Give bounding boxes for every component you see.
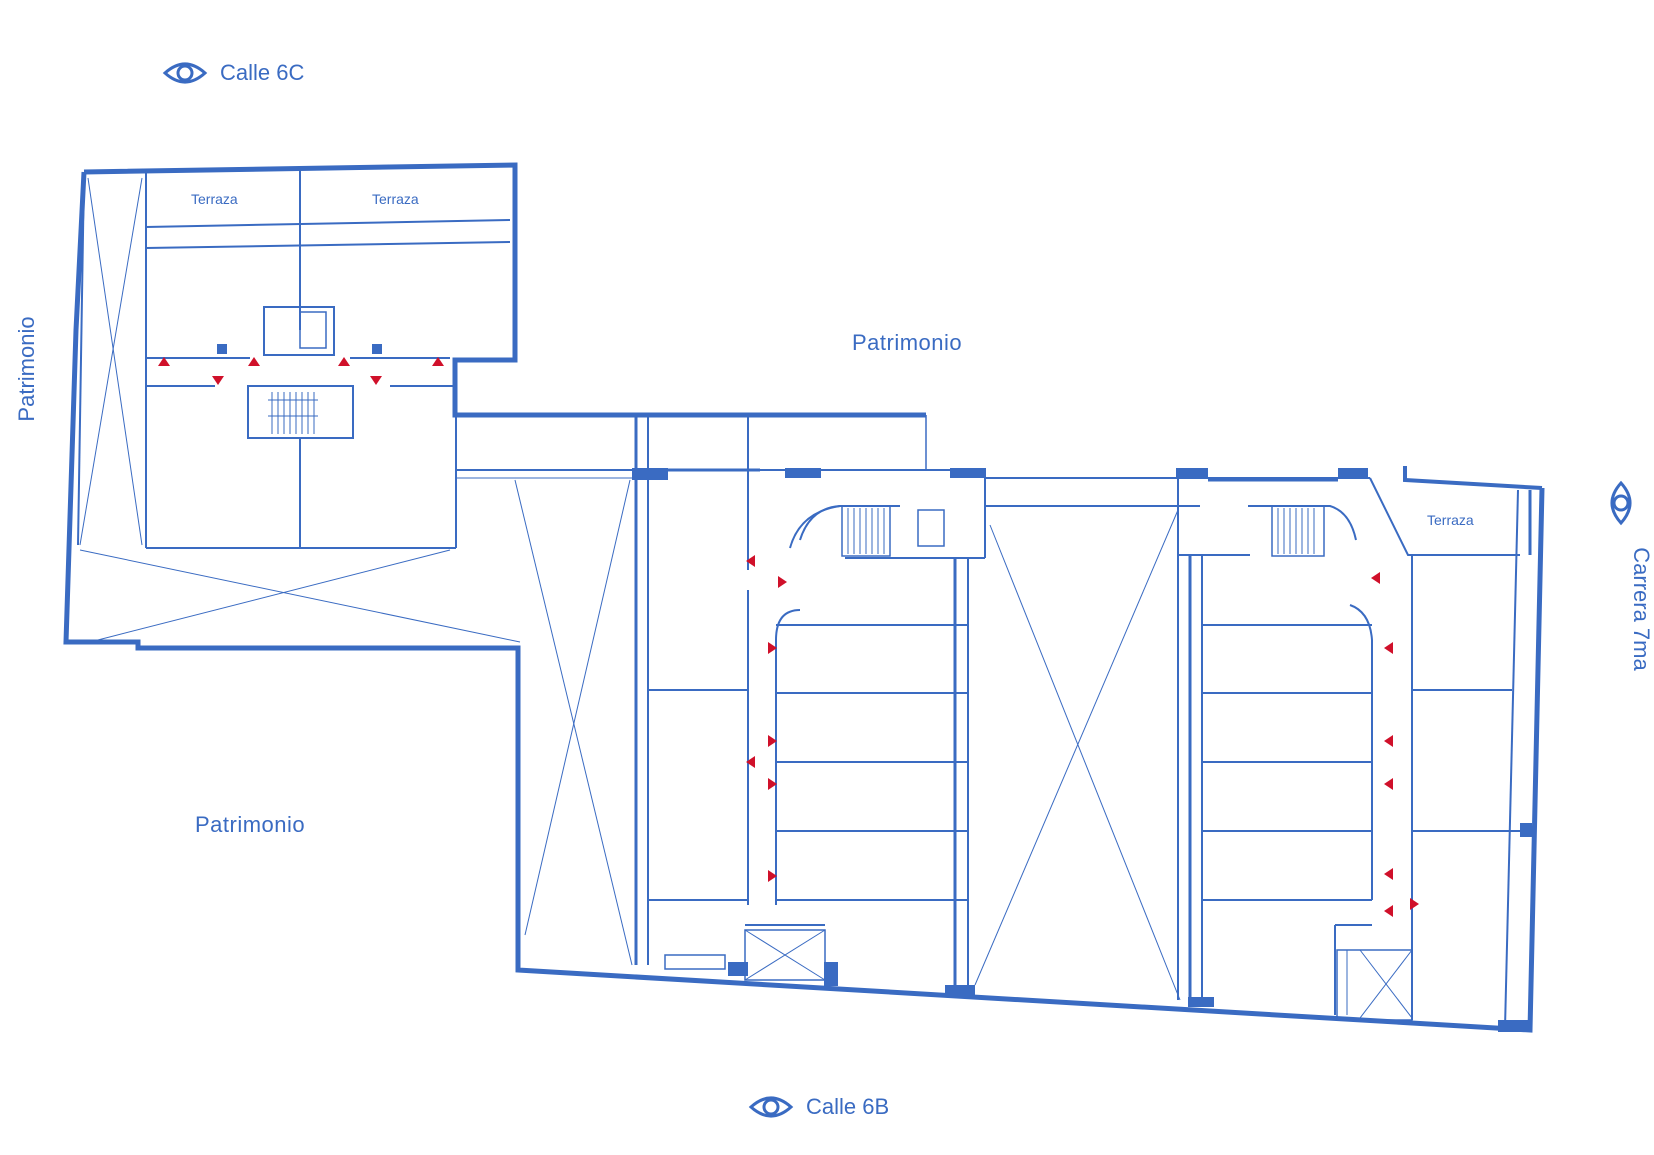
terrace-label-2: Terraza	[372, 191, 419, 207]
stair-a-treads	[847, 508, 885, 554]
terrace-label-3: Terraza	[1427, 512, 1474, 528]
void-cross-f	[524, 479, 631, 936]
column	[217, 344, 227, 354]
stair-core	[247, 385, 354, 439]
stair-curve-3	[1248, 505, 1357, 541]
stair-b	[664, 954, 726, 970]
column	[945, 985, 975, 995]
eye-icon	[1610, 480, 1632, 526]
column	[1520, 823, 1532, 837]
lift-shaft-b	[1336, 949, 1413, 1021]
lift-shaft	[744, 929, 826, 981]
column	[950, 468, 986, 478]
elevator-cab	[299, 311, 327, 349]
void-cross-e	[514, 479, 633, 966]
east-building-outline	[1403, 466, 1543, 490]
stair-treads	[268, 392, 318, 434]
street-north: Calle 6C	[162, 58, 304, 88]
entry-markers	[158, 357, 1419, 917]
street-east	[1606, 480, 1636, 526]
void-cross-g	[989, 524, 1181, 1001]
stair-curve	[799, 505, 900, 541]
street-north-label: Calle 6C	[220, 60, 305, 85]
column	[1188, 997, 1214, 1007]
eye-icon	[162, 62, 208, 84]
eye-icon	[748, 1096, 794, 1118]
stair-a	[841, 505, 891, 557]
street-east-label: Carrera 7ma	[1629, 547, 1654, 671]
elevator-a	[917, 509, 945, 547]
terrace-divider-2	[145, 241, 511, 249]
column	[1338, 468, 1368, 478]
column	[728, 962, 748, 976]
terrace-divider	[145, 219, 511, 228]
stair-c	[1271, 505, 1325, 557]
neighbor-west-label: Patrimonio	[14, 316, 39, 422]
void-cross-b	[79, 177, 143, 546]
lift-cross	[744, 929, 826, 981]
wall	[1504, 489, 1519, 1029]
corridor-curve-a	[775, 609, 801, 905]
west-building-outline	[83, 162, 926, 418]
column	[824, 962, 838, 986]
column	[372, 344, 382, 354]
terrace-label-1: Terraza	[191, 191, 238, 207]
elevator-core	[263, 306, 335, 356]
stair-c-treads	[1277, 508, 1315, 554]
stair-curve-2	[789, 505, 841, 549]
column	[785, 468, 821, 478]
neighbor-southwest-label: Patrimonio	[195, 812, 306, 837]
terrace-east-outline	[1369, 477, 1520, 556]
void-cross-c	[79, 549, 521, 643]
column	[1498, 1020, 1528, 1032]
street-south: Calle 6B	[748, 1092, 889, 1122]
lift-cross	[1359, 949, 1413, 1019]
corridor-curve-b	[1349, 604, 1373, 900]
west-wall-inner	[77, 171, 85, 546]
void-cross-h	[974, 509, 1179, 986]
street-south-label: Calle 6B	[806, 1094, 890, 1119]
column	[632, 468, 668, 480]
west-building-outline-lower	[63, 171, 1545, 1033]
void-cross-a	[87, 177, 143, 546]
column	[1176, 468, 1208, 478]
void-cross-d	[89, 549, 451, 643]
neighbor-north-label: Patrimonio	[852, 330, 963, 355]
